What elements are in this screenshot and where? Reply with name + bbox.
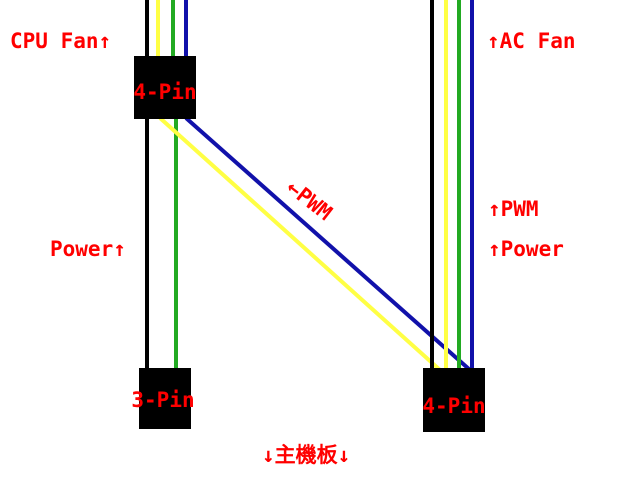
cpu-4pin-body (134, 56, 196, 119)
left-3pin-connector: 3-Pin (131, 368, 195, 429)
power-right-label: ↑Power (488, 237, 564, 261)
diagonal-wire-blue (184, 116, 472, 372)
pwm-cable-diagonal (158, 116, 472, 372)
right-4pin-body (423, 368, 485, 432)
pwm-right-label: ↑PWM (488, 197, 539, 221)
cpu-4pin-connector: 4-Pin (133, 56, 197, 119)
right-4pin-connector: 4-Pin (422, 368, 486, 432)
power-cable-left (145, 118, 178, 370)
diagonal-wire-yellow (158, 116, 442, 372)
cpu-4pin-label: 4-Pin (133, 80, 196, 104)
left-3pin-body (139, 368, 191, 429)
ac-fan-cable (430, 0, 474, 370)
motherboard-label: ↓主機板↓ (262, 443, 350, 467)
right-4pin-label: 4-Pin (422, 394, 485, 418)
cpu-fan-cable (145, 0, 188, 58)
ac-fan-label: ↑AC Fan (487, 29, 576, 53)
left-3pin-label: 3-Pin (131, 388, 194, 412)
power-left-label: Power↑ (50, 237, 126, 261)
cpu-fan-label: CPU Fan↑ (10, 29, 111, 53)
pwm-diagonal-label: ←PWM (282, 175, 337, 225)
